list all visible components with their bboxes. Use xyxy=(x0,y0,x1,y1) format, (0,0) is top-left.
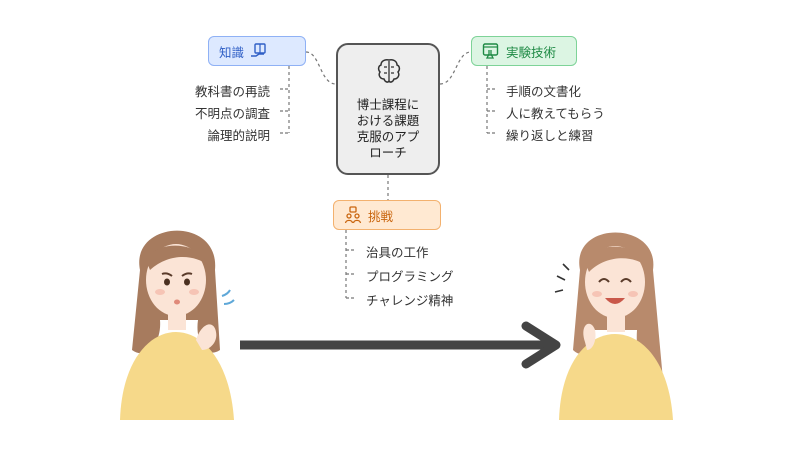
worried-woman-illustration xyxy=(120,230,235,420)
experiment-item: 人に教えてもらう xyxy=(506,106,605,121)
category-knowledge-label: 知識 xyxy=(219,44,245,60)
center-topic-title: 博士課程に おける課題 克服のアプ ローチ xyxy=(356,97,420,160)
category-challenge-label: 挑戦 xyxy=(368,208,394,224)
experiment-item: 手順の文書化 xyxy=(506,84,582,99)
challenge-item: 治具の工作 xyxy=(366,245,429,260)
category-experiment-label: 実験技術 xyxy=(506,44,557,60)
happy-woman-illustration xyxy=(554,232,673,420)
experiment-item: 繰り返しと練習 xyxy=(506,128,594,143)
team-people-icon xyxy=(344,206,362,224)
lab-flask-icon xyxy=(482,43,499,59)
knowledge-item: 論理的説明 xyxy=(207,128,270,143)
brain-icon xyxy=(377,59,401,83)
challenge-item: チャレンジ精神 xyxy=(366,293,454,308)
knowledge-item: 不明点の調査 xyxy=(194,106,270,121)
progress-arrow xyxy=(240,321,561,369)
challenge-item: プログラミング xyxy=(366,269,454,284)
book-hand-icon xyxy=(251,43,266,57)
center-topic-box: 博士課程に おける課題 克服のアプ ローチ xyxy=(336,43,440,175)
category-challenge-tag: 挑戦 xyxy=(333,200,441,230)
category-experiment-tag: 実験技術 xyxy=(471,36,577,66)
category-knowledge-tag: 知識 xyxy=(208,36,306,66)
knowledge-item: 教科書の再読 xyxy=(194,84,270,99)
